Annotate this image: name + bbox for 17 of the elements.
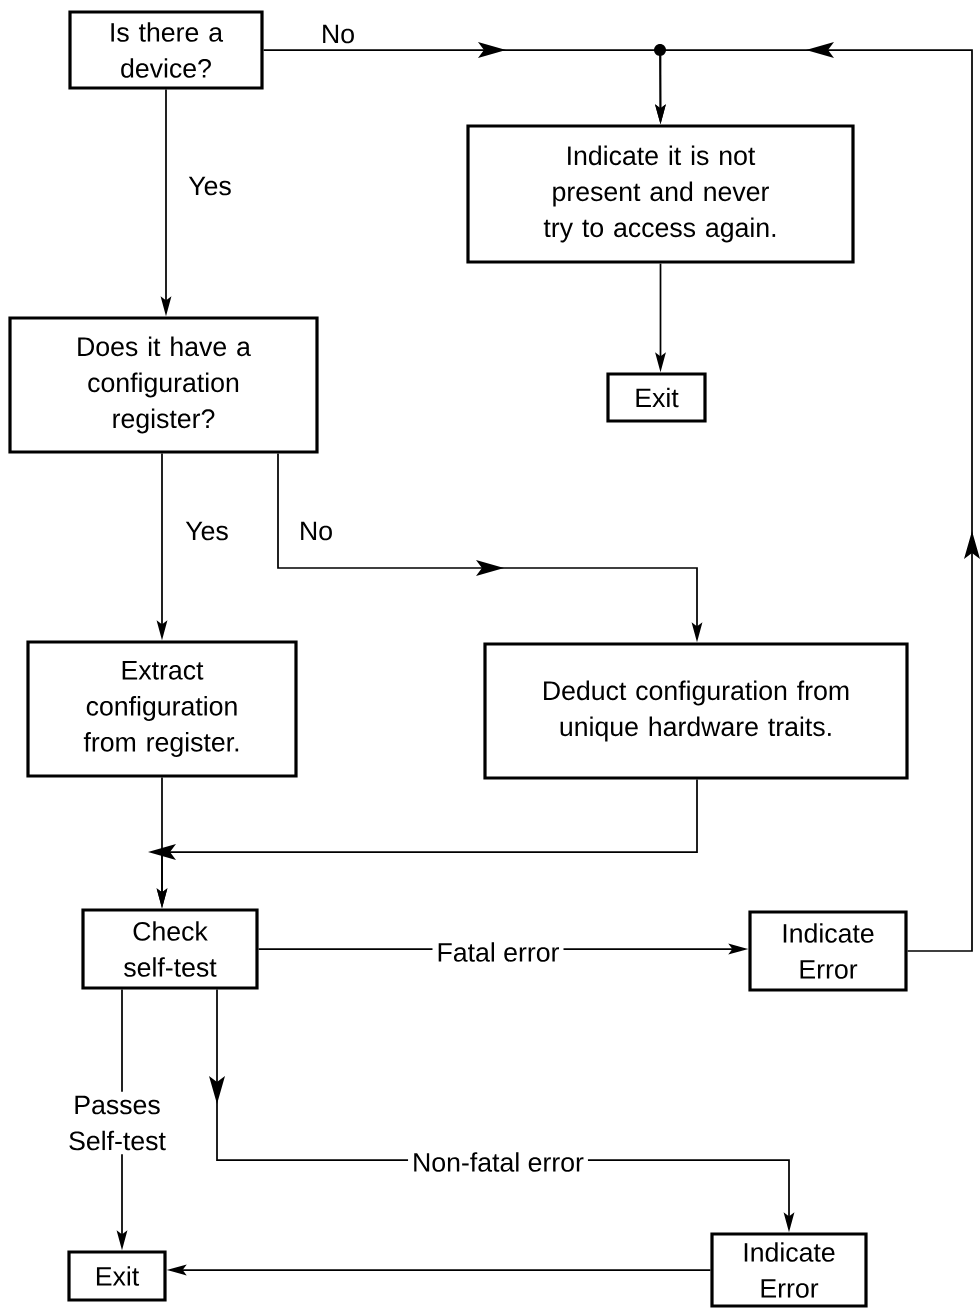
edge-label: Yes	[185, 521, 228, 541]
process-box: Indicate Error	[710, 1232, 868, 1308]
edge-label: No	[301, 521, 332, 541]
decision-box: Is there a device?	[68, 10, 264, 90]
edge-label: No	[323, 24, 354, 44]
process-box: Indicate it is not present and never try to access again.	[466, 124, 855, 264]
process-box: Check self-test	[81, 908, 259, 990]
decision-box: Does it have a configuration register?	[8, 316, 319, 454]
process-box: Indicate Error	[748, 910, 908, 992]
edge-label: Non-fatal error	[408, 1148, 588, 1176]
process-box: Extract configuration from register.	[26, 640, 298, 778]
exit-box: Exit	[606, 372, 707, 423]
process-box: Deduct configuration from unique hardware traits.	[483, 642, 909, 780]
edge-label: Yes	[188, 176, 231, 196]
edge-label: Passes Self-test	[52, 1091, 182, 1155]
edge-label: Fatal error	[432, 938, 564, 966]
exit-box: Exit	[67, 1250, 167, 1302]
